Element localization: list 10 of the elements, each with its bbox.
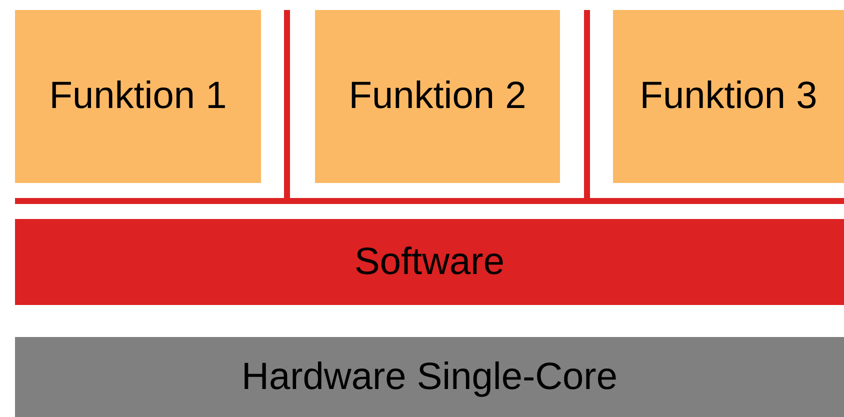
- box-label: Funktion 3: [640, 75, 818, 118]
- function-box: [15, 10, 261, 183]
- function-box: [315, 10, 560, 183]
- function-box: [613, 10, 844, 183]
- box-label: Software: [354, 240, 504, 284]
- software-layer: [15, 219, 844, 305]
- box-label: Funktion 1: [49, 75, 227, 118]
- box-label: Funktion 2: [348, 75, 526, 118]
- hardware-layer: [15, 337, 844, 417]
- box-label: Hardware Single-Core: [242, 356, 618, 398]
